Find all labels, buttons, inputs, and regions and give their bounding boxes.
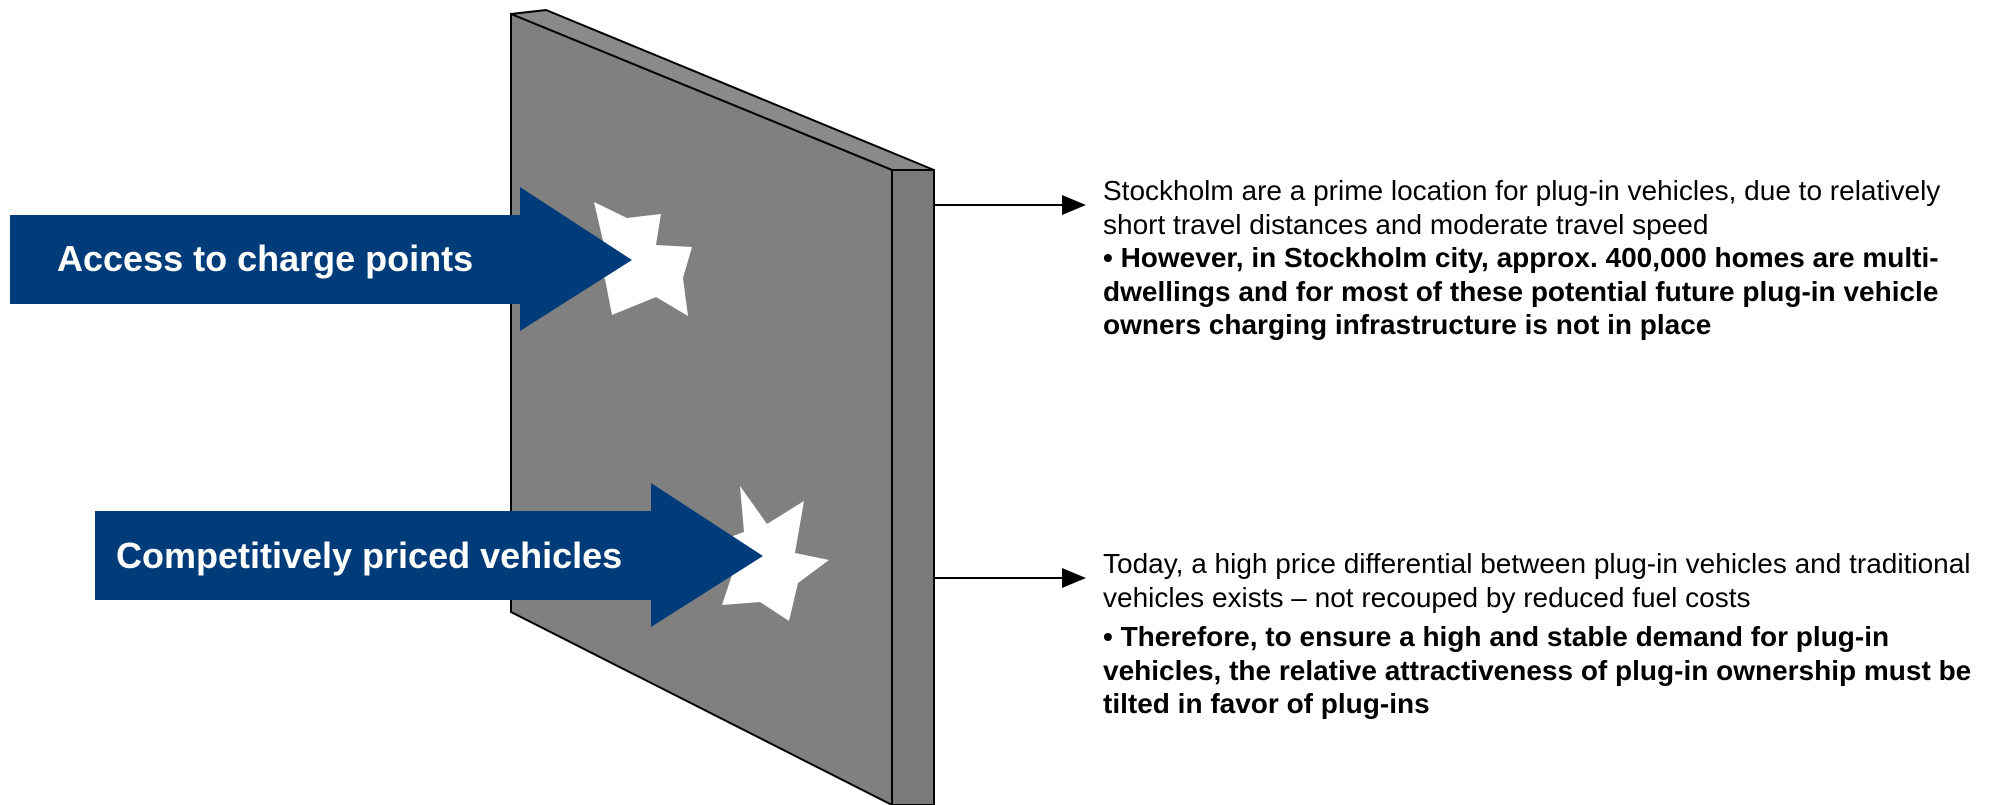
arrow-label-access-charge-points: Access to charge points xyxy=(57,238,474,279)
breach-star-bottom xyxy=(708,486,829,621)
note-bullet: • Therefore, to ensure a high and stable… xyxy=(1103,621,1972,720)
breach-star-top xyxy=(573,202,692,316)
barrier-wall xyxy=(510,8,935,805)
arrow-label-competitively-priced-vehicles: Competitively priced vehicles xyxy=(116,535,623,576)
arrow-access-charge-points xyxy=(10,187,632,331)
note-charging-infrastructure: Stockholm are a prime location for plug-… xyxy=(1103,174,1983,342)
note-intro: Today, a high price differential between… xyxy=(1103,548,1971,613)
note-bullet: • However, in Stockholm city, approx. 40… xyxy=(1103,242,1939,341)
note-price-differential: Today, a high price differential between… xyxy=(1103,547,1983,721)
wall-side-face xyxy=(891,169,935,805)
arrow-competitively-priced-vehicles xyxy=(95,483,763,627)
note-intro: Stockholm are a prime location for plug-… xyxy=(1103,175,1941,240)
